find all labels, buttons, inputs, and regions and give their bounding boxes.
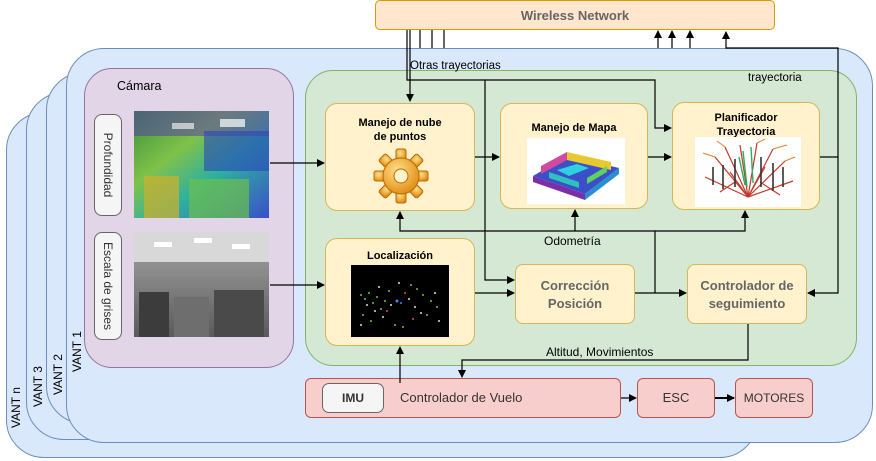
esc-node: ESC [637,378,715,418]
planner-title: Planificador Trayectoria [714,112,778,138]
planner-node: Planificador Trayectoria [672,102,820,210]
vant-n-label: VANT n [9,387,23,428]
esc-label: ESC [662,390,690,405]
grayscale-image [134,232,269,337]
imu-label: IMU [342,391,364,405]
controller-title: Controlador de seguimiento [700,278,794,311]
point-cloud-title: Manejo de nube de puntos [358,117,442,143]
vant-1-label: VANT 1 [70,331,84,372]
vant-2-label: VANT 2 [51,354,65,395]
flight-controller-label: Controlador de Vuelo [400,390,523,405]
trajectory-tree-icon [695,137,801,207]
correction-node: Corrección Posición [515,264,635,324]
map-title: Manejo de Mapa [531,122,617,134]
map-node: Manejo de Mapa [500,103,648,209]
edge-label-path: trayectoria [748,72,802,84]
controller-node: Controlador de seguimiento [687,264,807,324]
correction-title: Corrección Posición [540,278,610,311]
motors-label: MOTORES [743,391,805,405]
3d-map-icon [527,138,625,204]
localization-title: Localización [366,250,434,262]
edge-label-altitude: Altitud, Movimientos [546,345,654,359]
point-cloud-node: Manejo de nube de puntos [325,103,475,211]
camera-title: Cámara [117,79,162,93]
gear-icon [373,148,429,204]
point-cloud-icon [351,265,449,337]
imu-node: IMU [322,383,384,413]
depth-image [134,111,269,218]
edge-label-odometry: Odometría [544,234,601,248]
depth-label-box: Profundidad [94,114,122,216]
depth-label: Profundidad [101,132,115,198]
motors-node: MOTORES [735,378,813,418]
edge-label-other-paths: Otras trayectorias [410,60,501,72]
wireless-network-box: Wireless Network [375,0,775,30]
localization-node: Localización [325,238,475,346]
grayscale-label-box: Escala de grises [94,232,122,340]
vant-3-label: VANT 3 [31,366,45,407]
grayscale-label: Escala de grises [101,241,115,331]
wireless-network-title: Wireless Network [520,8,630,23]
